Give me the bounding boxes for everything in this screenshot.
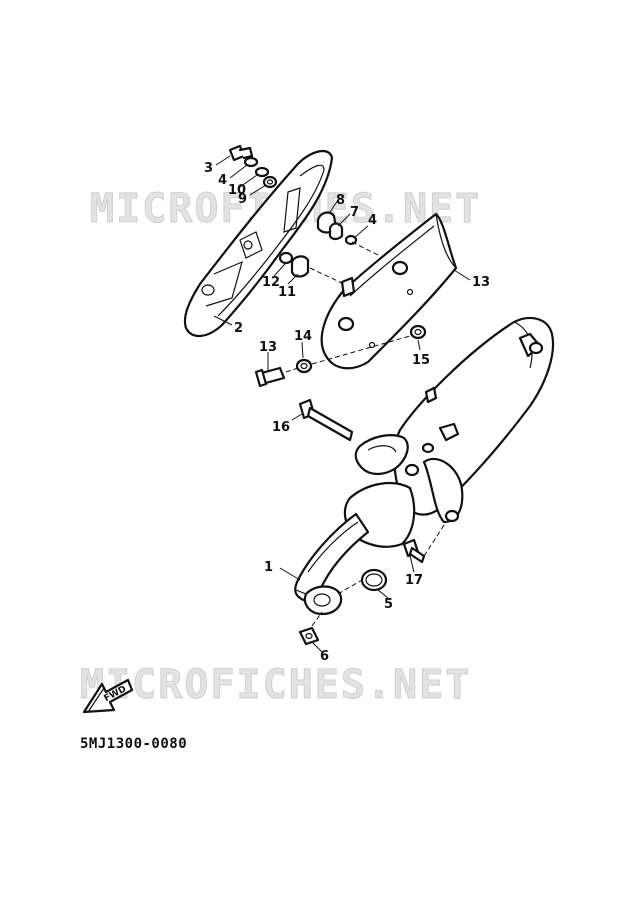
leader-lines xyxy=(213,155,471,653)
muffler-assembly xyxy=(294,316,555,616)
alignment-lines xyxy=(285,241,447,627)
callout-8: 10 xyxy=(228,183,246,198)
callout-11: 13 xyxy=(472,275,490,290)
diagram-code: 5MJ1300-0080 xyxy=(80,736,188,752)
callout-2: 2 xyxy=(234,321,243,336)
callout-15: 6 xyxy=(320,649,329,664)
callout-3: 3 xyxy=(204,161,213,176)
callout-14: 5 xyxy=(384,597,393,612)
callout-12: 13 xyxy=(259,340,277,355)
callout-6: 8 xyxy=(336,193,345,208)
callout-4-left: 4 xyxy=(218,173,227,188)
callout-9: 11 xyxy=(278,285,296,300)
callout-4-right: 4 xyxy=(368,213,377,228)
callout-16: 16 xyxy=(272,420,290,435)
callout-5: 7 xyxy=(350,205,359,220)
watermark-bottom: MICROFICHES.NET xyxy=(80,662,471,708)
heat-protector-cover xyxy=(183,149,334,337)
callout-13-left: 14 xyxy=(294,329,312,344)
callout-1: 1 xyxy=(264,560,273,575)
fasteners xyxy=(228,144,427,646)
callouts: 3 4 10 9 8 7 4 12 11 2 13 13 14 15 16 1 … xyxy=(204,161,490,664)
callout-13-right: 15 xyxy=(412,353,430,368)
muffler-protector xyxy=(320,212,458,370)
callout-17: 17 xyxy=(405,573,423,588)
callout-10: 12 xyxy=(262,275,280,290)
callout-7: 9 xyxy=(238,192,247,207)
